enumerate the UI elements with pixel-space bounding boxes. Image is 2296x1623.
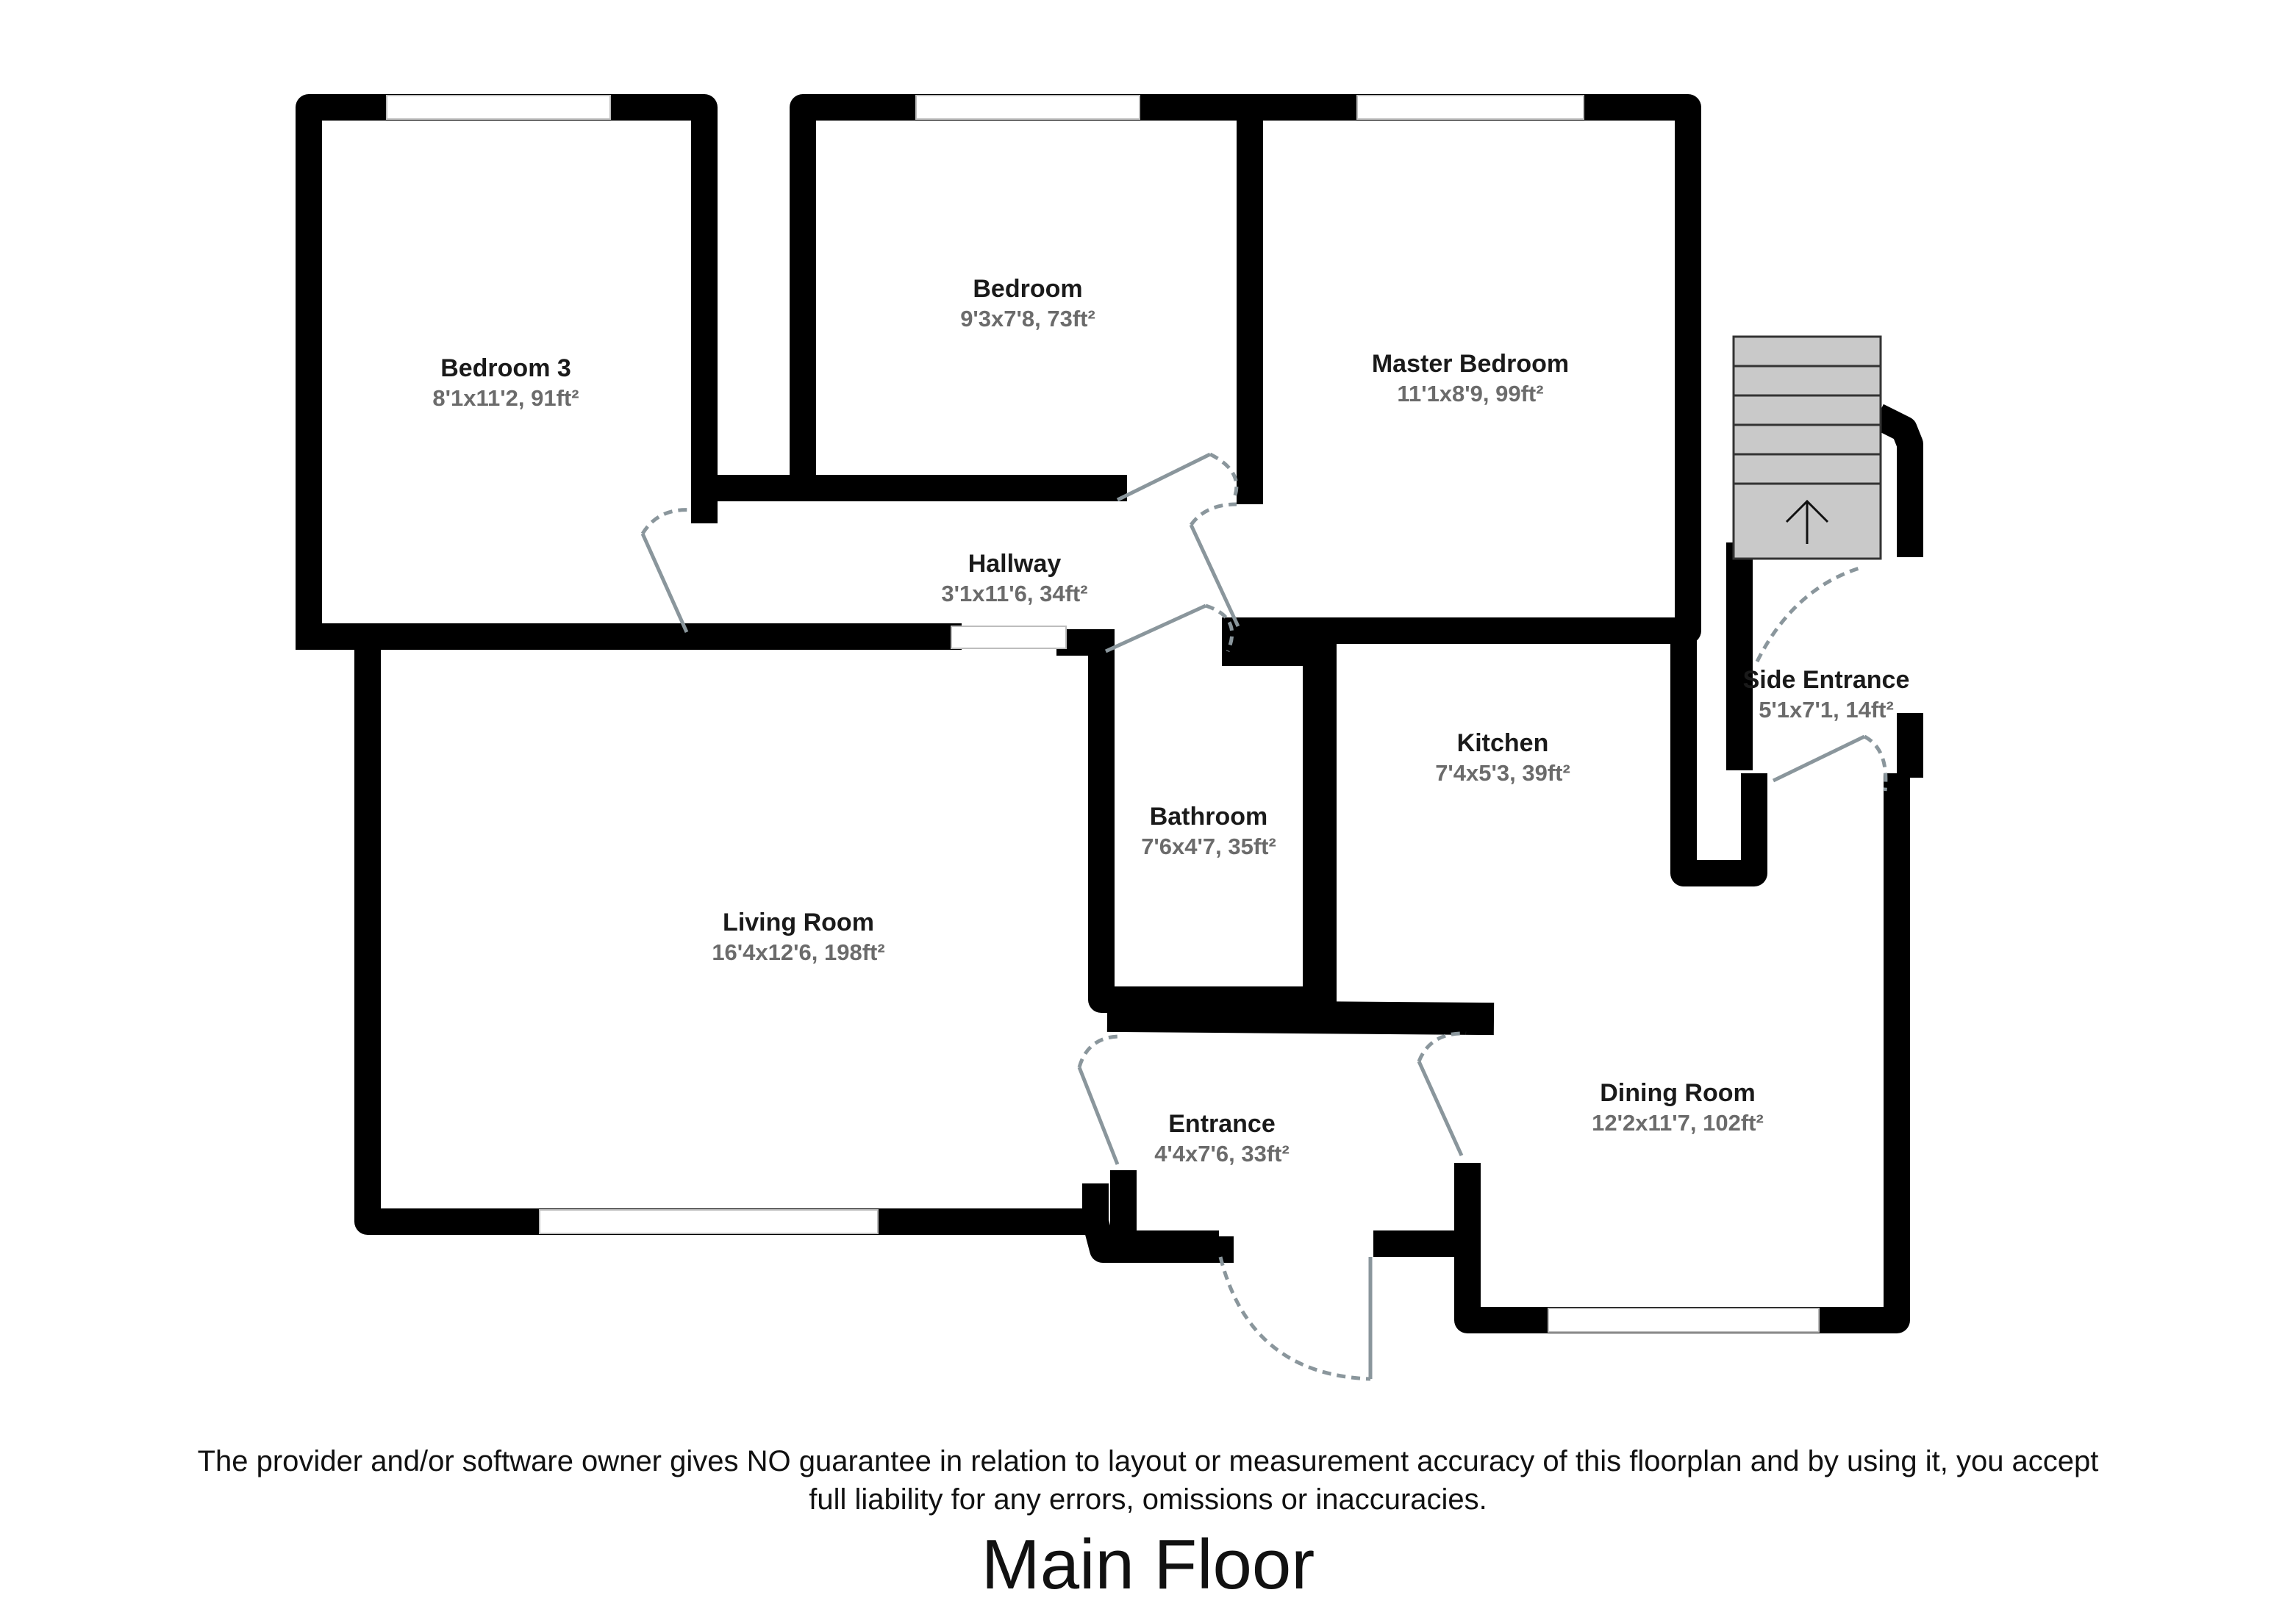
- hallway-name: Hallway: [968, 550, 1062, 578]
- entrance-west-door-leaf: [1077, 1067, 1120, 1165]
- entrance-size: 4'4x7'6, 33ft²: [1154, 1141, 1290, 1167]
- floor-title: Main Floor: [981, 1525, 1315, 1604]
- bedroom3-size: 8'1x11'2, 91ft²: [432, 385, 579, 411]
- bedroom3-name: Bedroom 3: [440, 354, 571, 382]
- disclaimer-line-2: full liability for any errors, omissions…: [809, 1483, 1487, 1516]
- windows: [386, 95, 1820, 1333]
- bathroom-door-swing: [1205, 603, 1234, 652]
- hallway-west-door-swing: [640, 508, 693, 535]
- bedroom-size: 9'3x7'8, 73ft²: [960, 306, 1095, 332]
- dining-room-name: Dining Room: [1600, 1079, 1756, 1107]
- dining-door-swing: [1417, 1031, 1467, 1062]
- entrance-name: Entrance: [1168, 1110, 1276, 1138]
- side-entrance-east-wall: [1871, 404, 1923, 557]
- bedroom-window: [915, 95, 1140, 120]
- living-room-name: Living Room: [723, 909, 874, 936]
- dining-room-window: [1548, 1308, 1820, 1333]
- side-door-leaf: [1772, 734, 1866, 783]
- side-entrance-name: Side Entrance: [1743, 666, 1910, 694]
- bathroom-door-leaf: [1104, 603, 1207, 653]
- entrance-north-wall: [1106, 999, 1495, 1036]
- bedroom-name: Bedroom: [973, 275, 1082, 303]
- living-room-walls: [354, 638, 1109, 1235]
- disclaimer: The provider and/or software owner gives…: [74, 1442, 2222, 1519]
- side-door-swing: [1863, 734, 1888, 792]
- hallway-size: 3'1x11'6, 34ft²: [941, 581, 1087, 606]
- kitchen-size: 7'4x5'3, 39ft²: [1435, 760, 1570, 786]
- dining-door-leaf: [1417, 1060, 1464, 1157]
- walls: [296, 94, 1923, 1333]
- master-bedroom-name: Master Bedroom: [1372, 350, 1569, 378]
- bedroom-door-swing: [1209, 452, 1239, 496]
- stairs: [1732, 335, 1882, 560]
- master-bedroom-door-leaf: [1189, 523, 1240, 628]
- doors: [640, 452, 1888, 1381]
- side-door-upper-swing: [1755, 565, 1862, 663]
- master-bedroom-size: 11'1x8'9, 99ft²: [1397, 381, 1543, 406]
- kitchen-east-wall: [1670, 617, 1767, 886]
- bathroom-size: 7'6x4'7, 35ft²: [1141, 834, 1276, 859]
- hallway-window: [951, 626, 1067, 649]
- room-labels: Bedroom 3 8'1x11'2, 91ft² Bedroom 9'3x7'…: [432, 275, 1909, 1167]
- dining-room-size: 12'2x11'7, 102ft²: [1592, 1110, 1764, 1136]
- side-entrance-size: 5'1x7'1, 14ft²: [1759, 697, 1894, 723]
- disclaimer-line-1: The provider and/or software owner gives…: [197, 1445, 2099, 1477]
- living-room-window: [539, 1209, 879, 1234]
- bathroom-name: Bathroom: [1150, 803, 1268, 831]
- master-bedroom-door-swing: [1189, 502, 1237, 526]
- front-door-swing: [1218, 1256, 1371, 1381]
- bedroom-door-leaf: [1116, 452, 1212, 502]
- kitchen-name: Kitchen: [1457, 729, 1549, 757]
- stairs-up-arrow-icon: [1785, 499, 1829, 544]
- entrance-west-door-swing: [1077, 1034, 1121, 1068]
- hallway-west-door-leaf: [640, 532, 689, 634]
- master-bedroom-window: [1356, 95, 1584, 120]
- bedroom3-window: [386, 95, 611, 120]
- living-room-size: 16'4x12'6, 198ft²: [712, 939, 884, 965]
